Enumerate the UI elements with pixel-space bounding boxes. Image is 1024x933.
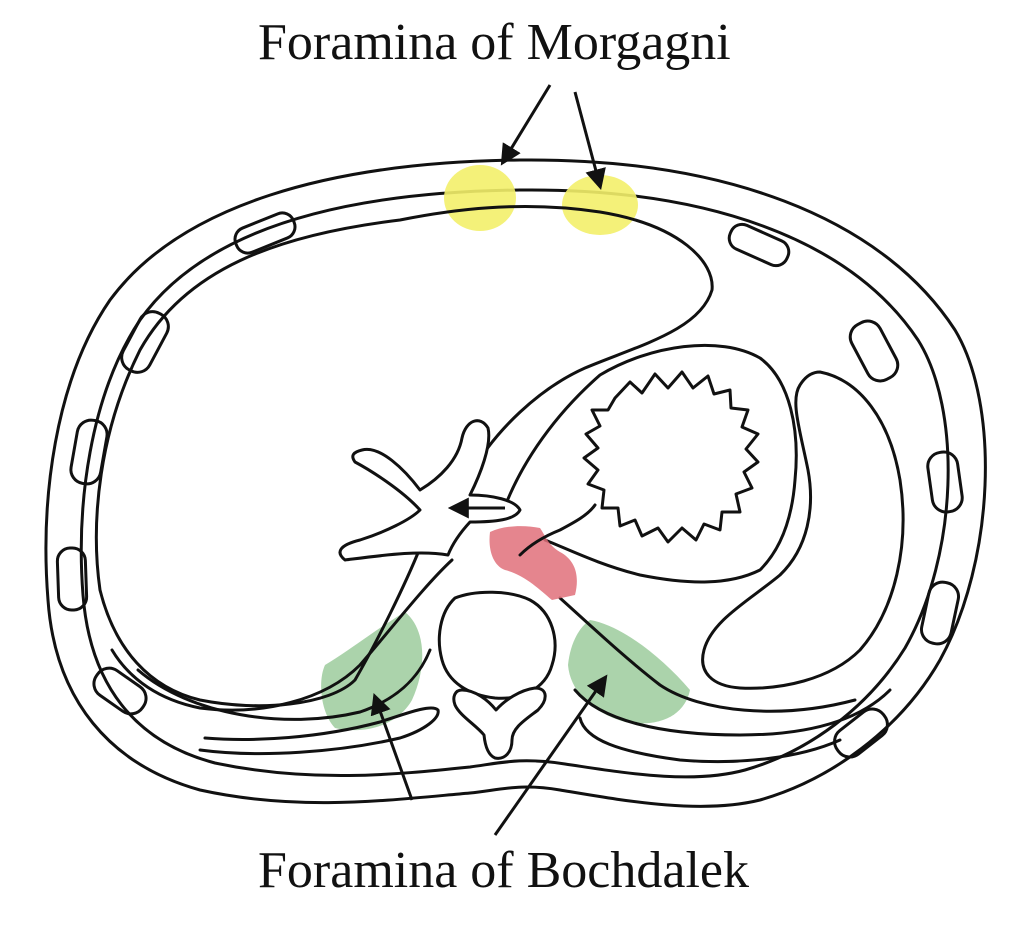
caval-branches: [338, 419, 522, 562]
esophagus-tube: [518, 503, 597, 557]
morgagni-right-highlight: [562, 175, 638, 235]
morgagni-left-highlight: [444, 165, 516, 231]
left-crus: [110, 558, 454, 712]
vertebral-body: [437, 590, 557, 700]
bochdalek-right-highlight: [568, 620, 690, 724]
arrow-morgagni-right: [573, 91, 606, 191]
morgagni-label: Foramina of Morgagni: [258, 14, 731, 71]
diaphragm-dome: [94, 205, 714, 708]
central-tendon: [498, 343, 798, 584]
bochdalek-label: Foramina of Bochdalek: [258, 842, 749, 899]
bochdalek-left-highlight: [321, 612, 423, 731]
arrow-bochdalek-left: [370, 693, 414, 801]
outer-body-wall: [44, 158, 987, 808]
right-lobe: [701, 370, 905, 690]
stomach-lumen: [582, 370, 760, 544]
arrow-morgagni-left: [500, 84, 552, 166]
inner-body-wall: [79, 188, 950, 779]
spinal-process: [452, 686, 547, 760]
posterior-arc-left: [136, 648, 432, 721]
esophageal-hiatus: [489, 526, 577, 600]
right-crus: [558, 596, 857, 713]
posterior-rib-right: [578, 716, 842, 764]
posterior-arc-right: [573, 688, 892, 737]
arrow-bochdalek-right: [493, 674, 608, 836]
posterior-rib-left: [198, 706, 440, 756]
